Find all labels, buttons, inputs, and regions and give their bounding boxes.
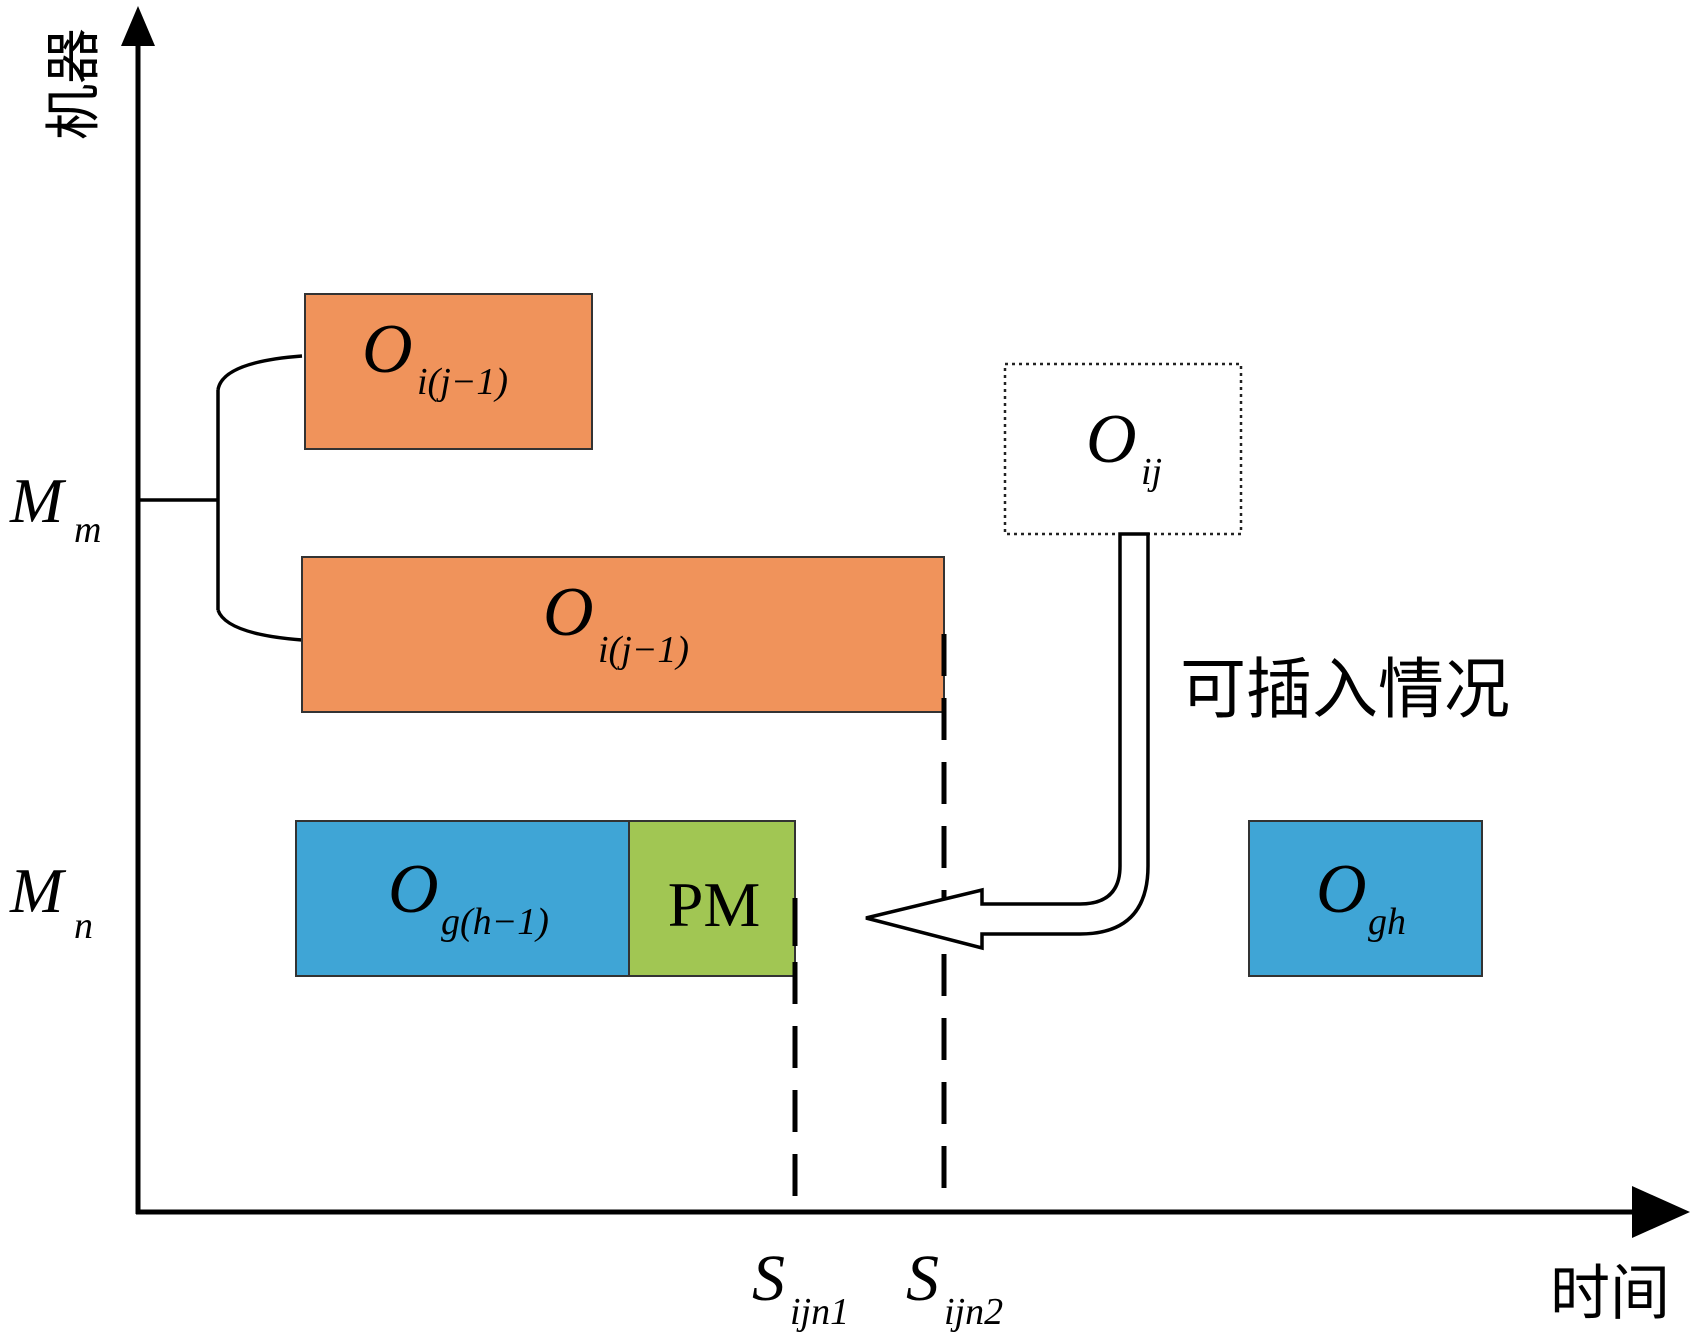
operation-machine-n-prev-box: [295, 820, 630, 977]
maintenance-label: PM: [668, 869, 761, 940]
time-mark-s2-sub: ijn2: [944, 1291, 1003, 1333]
operation-candidate-box: [1003, 362, 1243, 536]
time-mark-s1-main: S: [752, 1242, 785, 1315]
operation-machine-n-next-box: [1248, 820, 1483, 977]
operation-upper-prev-main: O: [362, 311, 413, 388]
operation-candidate-sub: ij: [1141, 451, 1162, 493]
machine-label-m: M m: [9, 465, 101, 551]
operation-upper-prev-sub: i(j−1): [417, 361, 508, 403]
operation-lower-prev-box: [301, 556, 945, 713]
machine-n-main: M: [9, 855, 67, 926]
machine-label-n: M n: [9, 855, 93, 947]
maintenance-box: [628, 820, 796, 977]
insertion-arrow: [865, 532, 1150, 951]
machine-n-sub: n: [74, 905, 93, 947]
time-mark-s2-main: S: [906, 1242, 939, 1315]
operation-machine-n-next-main: O: [1316, 851, 1367, 928]
machine-m-main: M: [9, 465, 67, 536]
machine-m-sub: m: [74, 509, 101, 551]
operation-candidate-main: O: [1086, 401, 1137, 478]
y-axis-arrowhead: [121, 6, 155, 46]
insertion-annotation: 可插入情况: [1180, 651, 1510, 728]
operation-lower-prev-main: O: [543, 574, 594, 651]
x-axis-arrowhead: [1632, 1186, 1690, 1238]
time-mark-s1-sub: ijn1: [790, 1291, 849, 1333]
operation-upper-prev-box: [304, 293, 593, 450]
x-axis-label: 时间: [1550, 1259, 1670, 1329]
machine-m-bracket: [140, 354, 303, 642]
y-axis-label: 机器: [42, 28, 107, 140]
operation-machine-n-next-sub: gh: [1368, 901, 1406, 943]
operation-machine-n-prev-sub: g(h−1): [441, 901, 549, 943]
operation-lower-prev-sub: i(j−1): [598, 629, 689, 671]
operation-machine-n-prev-main: O: [388, 851, 439, 928]
